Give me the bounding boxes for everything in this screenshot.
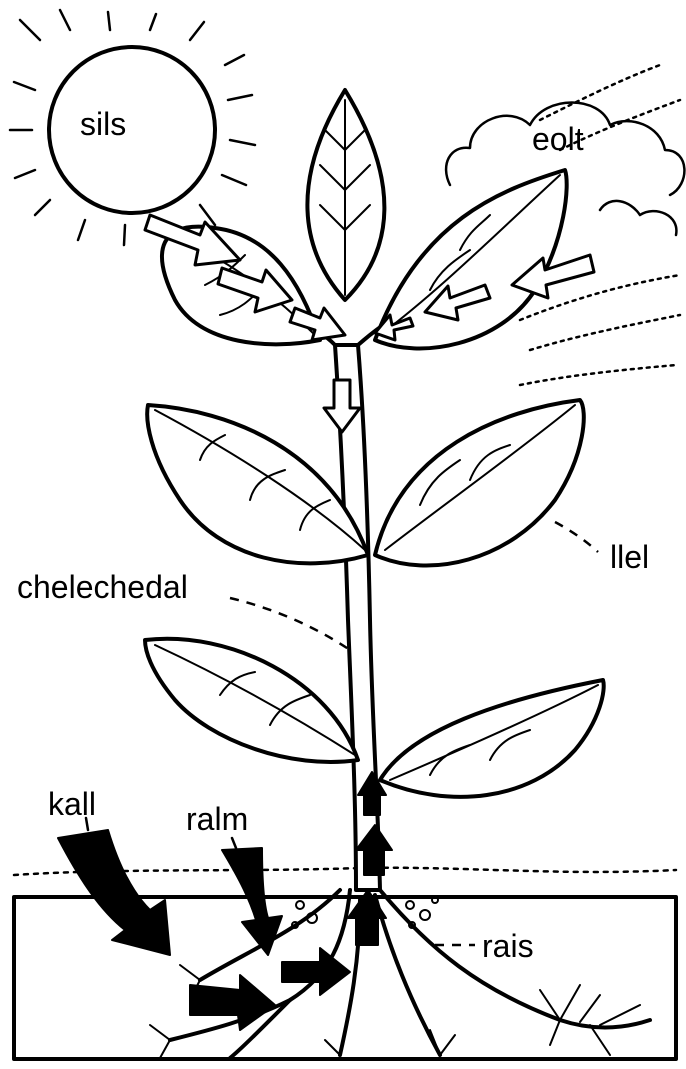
label-root: rais — [482, 928, 534, 964]
label-leaf: llel — [610, 539, 649, 575]
sun-disc — [49, 47, 215, 213]
label-light-input: kall — [48, 786, 96, 822]
leaf-leader — [555, 522, 598, 552]
leaf-middle-right — [375, 400, 584, 566]
label-air: eolt — [532, 121, 584, 157]
light-input-arrow — [58, 830, 170, 955]
label-water-input: ralm — [186, 801, 248, 837]
leaf-top — [307, 90, 384, 300]
root-arrow-2 — [282, 948, 350, 995]
stem-leader — [230, 598, 350, 650]
ralm-leader — [232, 838, 236, 848]
cloud-outline-lower — [600, 201, 676, 235]
label-sun: sils — [80, 106, 126, 142]
water-input-arrow — [222, 848, 282, 955]
sun — [10, 10, 255, 245]
leaf-middle-left — [147, 405, 368, 563]
leaf-lower-right — [380, 680, 604, 797]
leaf-lower-left — [145, 639, 358, 762]
roots — [170, 890, 650, 1058]
label-stem: chelechedal — [17, 569, 188, 605]
